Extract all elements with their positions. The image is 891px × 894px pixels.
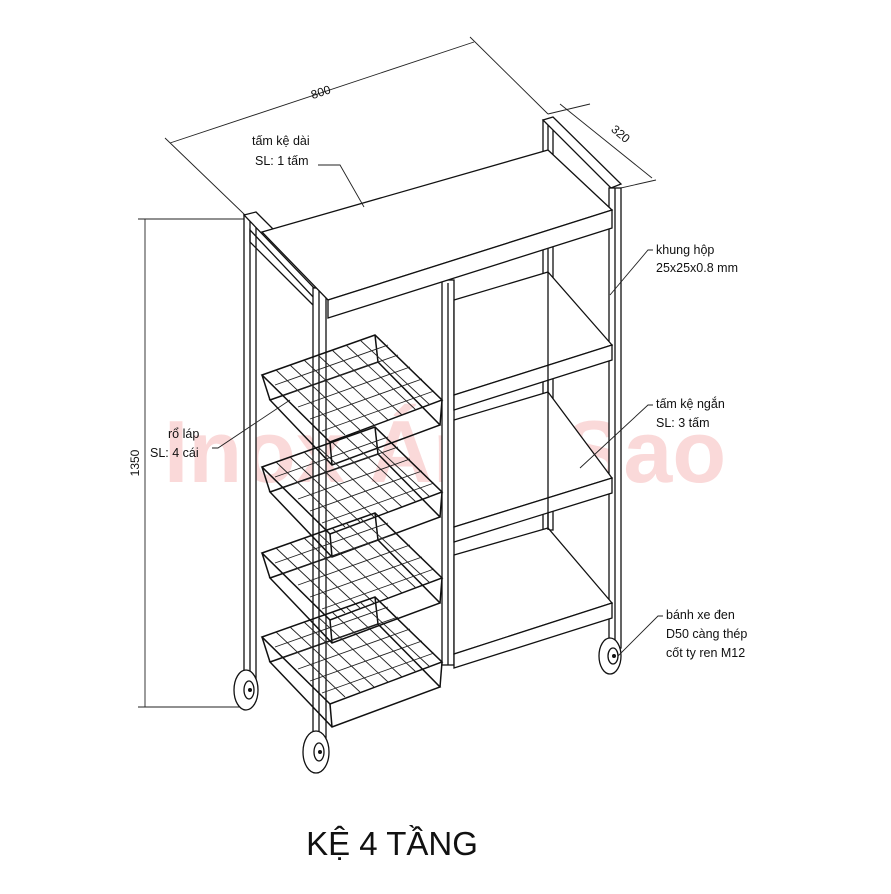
callout-frame: khung hộp 25x25x0.8 mm [609,243,738,296]
callout-wheel-line2: D50 càng thép [666,627,747,641]
callout-basket-line1: rổ láp [168,427,199,441]
callout-basket: rổ láp SL: 4 cái [150,399,291,460]
basket-1 [260,334,444,466]
callout-top-shelf-line2: SL: 1 tấm [255,154,309,168]
wheels [233,637,622,774]
wheel-back-left [233,669,259,711]
callout-wheel-line1: bánh xe đen [666,608,735,622]
callout-top-shelf: tấm kệ dài SL: 1 tấm [252,134,365,208]
wheel-front-left [302,730,330,774]
callout-basket-line2: SL: 4 cái [150,446,199,460]
callout-short-shelf: tấm kệ ngắn SL: 3 tấm [579,396,725,469]
callout-wheel-line3: cốt ty ren M12 [666,646,745,660]
dim-width-label: 800 [309,82,333,102]
dim-width: 800 [164,36,549,216]
page-title: KỆ 4 TẦNG [306,825,478,862]
callout-frame-line1: khung hộp [656,243,714,257]
callout-top-shelf-line1: tấm kệ dài [252,134,310,148]
basket-3 [260,512,444,644]
dim-depth-label: 320 [608,122,633,146]
callout-short-shelf-line2: SL: 3 tấm [656,416,710,430]
dim-height-label: 1350 [128,449,142,476]
baskets [260,334,444,728]
basket-4 [260,596,444,728]
callout-wheel: bánh xe đen D50 càng thép cốt ty ren M12 [617,608,747,660]
wheel-front-right [598,637,622,675]
callout-frame-line2: 25x25x0.8 mm [656,261,738,275]
callout-short-shelf-line1: tấm kệ ngắn [656,396,725,411]
short-shelves [453,271,614,669]
top-shelf [260,149,614,319]
dim-height: 1350 [128,218,246,708]
